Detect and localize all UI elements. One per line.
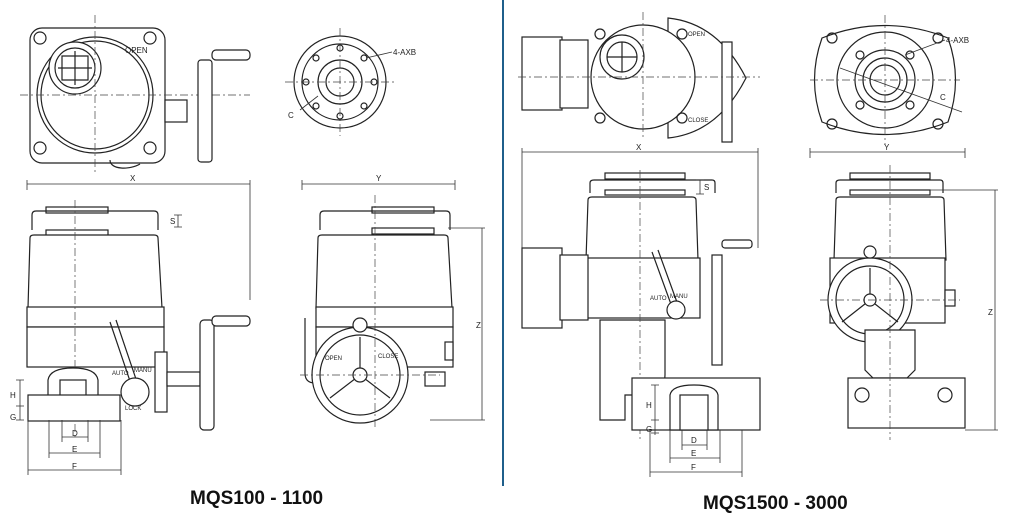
g-dimension-label: G [10,413,16,422]
right-caption: MQS1500 - 3000 [703,493,848,514]
axb-label: 4-AXB [393,48,416,57]
d-dimension-label-right: D [691,436,697,445]
manu-marking-right: MANU [670,294,688,300]
left-flange-view: 4-AXB C [285,28,416,136]
f-dimension-label: F [72,462,77,471]
right-front-view: X S AUTO MANU H G D E F [521,143,761,477]
right-flange-view: 4-AXB C [810,15,969,145]
e-dimension-label: E [72,445,77,454]
left-top-view: OPEN [20,15,251,175]
d-dimension-label: D [72,429,78,438]
right-side-view: Y Z [809,143,998,440]
open-marking-right: OPEN [688,32,705,38]
y-dimension-label-right: Y [884,143,890,152]
x-dimension-label-right: X [636,143,642,152]
g-dimension-label-right: G [646,425,652,434]
y-dimension-label: Y [376,174,382,183]
left-front-view: X S AUTO MANU LOCK H G D E F [10,174,251,475]
s-dimension-label: S [170,217,175,226]
e-dimension-label-right: E [691,449,696,458]
right-top-view: OPEN CLOSE [518,12,760,143]
h-dimension-label: H [10,391,16,400]
open-marking: OPEN [125,46,148,55]
close-wheel-marking: CLOSE [378,354,398,360]
close-marking-right: CLOSE [688,118,708,124]
c-label-right: C [940,93,946,102]
manu-marking: MANU [134,368,152,374]
z-dimension-label-right: Z [988,308,993,317]
x-dimension-label: X [130,174,136,183]
left-side-view: Y OPEN CLOSE Z [300,174,485,430]
s-dimension-label-right: S [704,183,709,192]
axb-label-right: 4-AXB [946,36,969,45]
left-caption: MQS100 - 1100 [190,488,324,509]
f-dimension-label-right: F [691,463,696,472]
z-dimension-label: Z [476,321,481,330]
section-divider [502,0,504,486]
auto-marking-right: AUTO [650,296,667,302]
c-label: C [288,111,294,120]
lock-marking: LOCK [125,406,141,412]
h-dimension-label-right: H [646,401,652,410]
auto-marking: AUTO [112,371,129,377]
open-wheel-marking: OPEN [325,356,342,362]
